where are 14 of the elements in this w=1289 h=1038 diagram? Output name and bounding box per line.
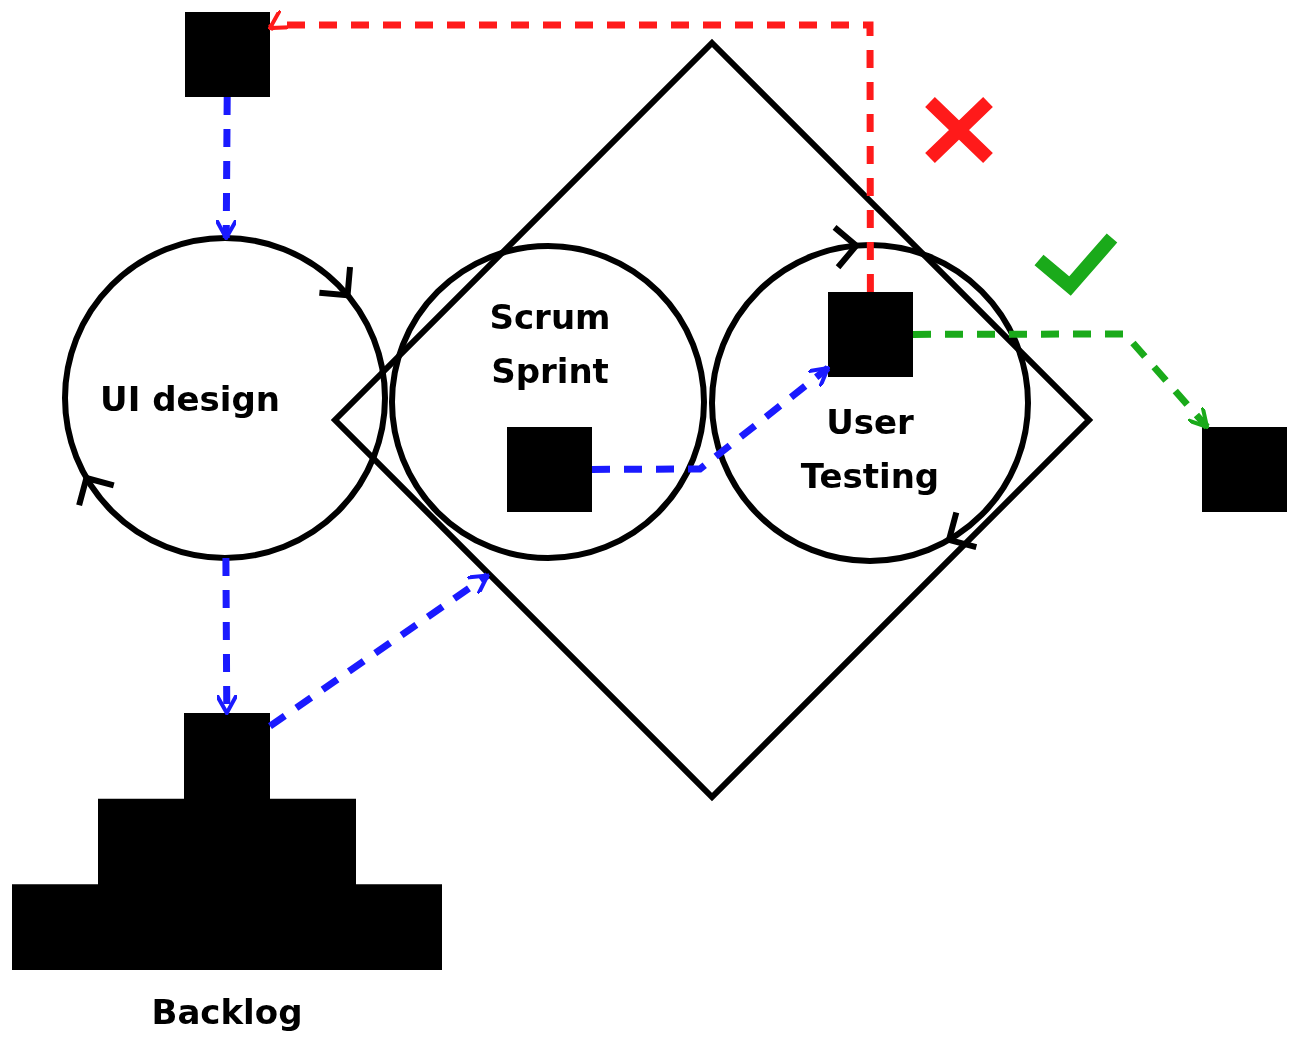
node-label: User Testing <box>799 401 941 499</box>
arrow <box>214 557 239 715</box>
node-label: Backlog <box>150 991 304 1034</box>
square-block <box>828 292 913 377</box>
square-block <box>507 427 592 512</box>
node-label: UI design <box>99 378 281 421</box>
arrow <box>214 96 239 240</box>
arrow <box>268 8 874 292</box>
arrow <box>592 365 831 473</box>
arrow <box>913 330 1210 430</box>
square-block <box>1202 427 1287 512</box>
square-block <box>185 12 270 97</box>
arrow <box>268 572 490 729</box>
node-label: Scrum Sprint <box>488 296 612 394</box>
